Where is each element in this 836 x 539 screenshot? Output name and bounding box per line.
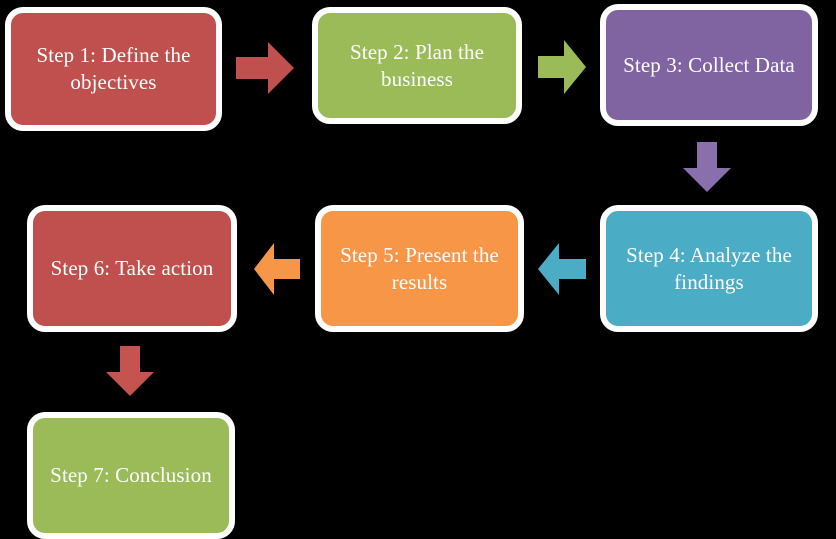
arrow-down-step3-to-step4: [681, 142, 733, 192]
flow-node-step1-label: Step 1: Define the objectives: [36, 43, 191, 94]
flow-node-step6[interactable]: Step 6: Take action: [27, 205, 237, 332]
flow-node-step2-label: Step 2: Plan the business: [349, 39, 484, 91]
arrow-down-step6-to-step7: [104, 346, 156, 396]
flow-node-step5-label: Step 5: Present the results: [340, 242, 499, 294]
arrow-right-step1-to-step2: [236, 40, 294, 96]
flow-node-step7[interactable]: Step 7: Conclusion: [27, 412, 235, 539]
flow-node-step6-label: Step 6: Take action: [50, 256, 214, 281]
flow-node-step5[interactable]: Step 5: Present the results: [315, 205, 524, 332]
arrow-right-step2-to-step3: [538, 38, 586, 96]
flow-node-step4-label: Step 4: Analyze the findings: [626, 242, 792, 294]
flow-node-step7-label: Step 7: Conclusion: [50, 463, 212, 488]
flow-node-step3[interactable]: Step 3: Collect Data: [600, 4, 818, 126]
flow-node-step4[interactable]: Step 4: Analyze the findings: [600, 205, 818, 332]
arrow-left-step4-to-step5: [538, 242, 586, 296]
flow-node-step2[interactable]: Step 2: Plan the business: [312, 7, 522, 124]
arrow-left-step5-to-step6: [254, 242, 300, 296]
flow-node-step3-label: Step 3: Collect Data: [623, 52, 795, 77]
flow-node-step1[interactable]: Step 1: Define the objectives: [5, 7, 222, 131]
